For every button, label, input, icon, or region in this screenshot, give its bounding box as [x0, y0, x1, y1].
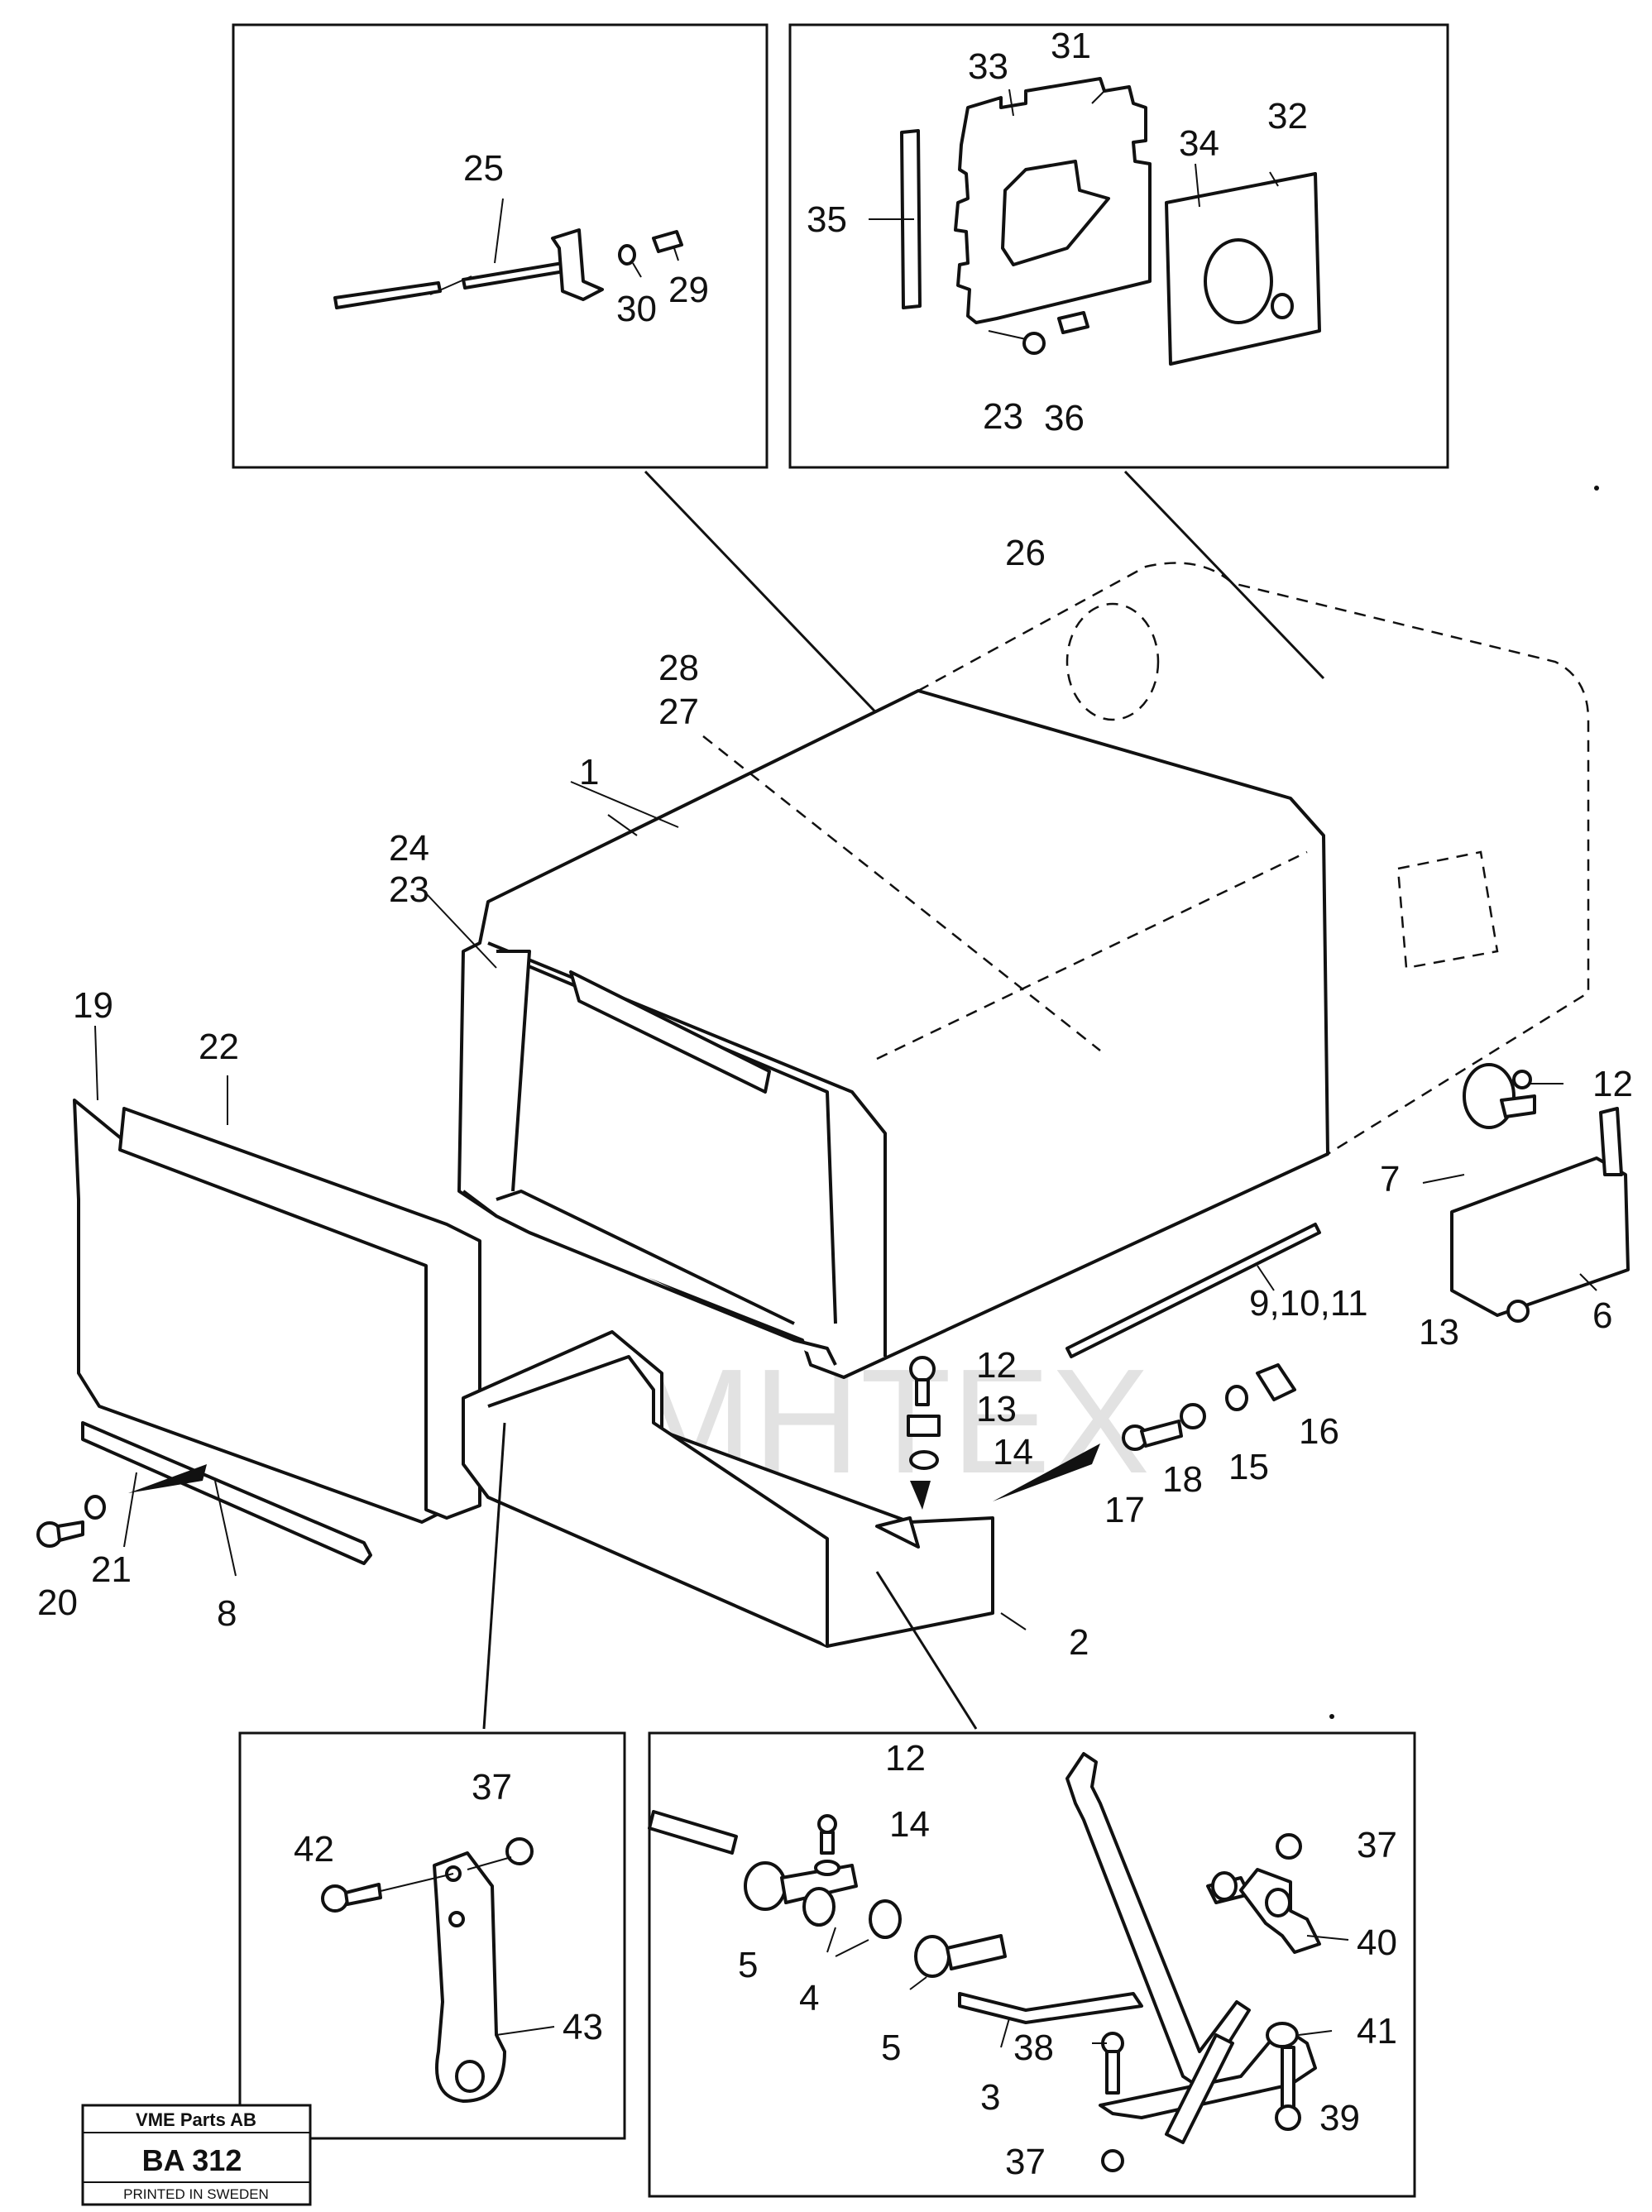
front-panels	[73, 1099, 481, 1565]
callout-36: 36	[1044, 398, 1085, 438]
callout-16: 16	[1299, 1411, 1339, 1452]
callout-15: 15	[1228, 1447, 1269, 1487]
callout-21: 21	[91, 1549, 132, 1590]
inset-box-lever	[238, 1731, 626, 2140]
callout-2: 2	[1069, 1622, 1089, 1663]
callout-29: 29	[668, 270, 709, 310]
callout-14-mid: 14	[993, 1432, 1033, 1472]
linkage-mechanism	[648, 1752, 1321, 2172]
callout-19: 19	[73, 985, 113, 1026]
box-rear-outline	[917, 562, 1590, 1156]
callout-8: 8	[217, 1593, 237, 1634]
callout-38: 38	[1013, 2028, 1054, 2068]
callout-14-inset: 14	[889, 1804, 930, 1845]
callout-3: 3	[980, 2077, 1000, 2118]
lid-opening	[1065, 602, 1160, 721]
inset-box-plates	[788, 23, 1449, 469]
callout-18: 18	[1162, 1459, 1203, 1500]
inset-box-mechanism	[648, 1731, 1416, 2198]
lever-plate	[321, 1837, 534, 2103]
bracket-clamp	[1450, 1063, 1630, 1323]
callout-6: 6	[1592, 1295, 1612, 1336]
inset-box-rod	[232, 23, 769, 469]
callout-13-right: 13	[1419, 1312, 1459, 1353]
callout-labels: 25 30 29 33 31 34 32 35 23 36 26 28 27 1…	[37, 26, 1633, 2182]
callout-42: 42	[294, 1829, 334, 1870]
title-company: VME Parts AB	[136, 2109, 256, 2130]
title-code: BA 312	[142, 2143, 242, 2177]
callout-37-left: 37	[472, 1767, 512, 1807]
bottom-tray	[462, 1330, 994, 1648]
title-block: VME Parts AB BA 312 PRINTED IN SWEDEN	[81, 2104, 312, 2206]
plate-assembly	[900, 77, 1321, 366]
callout-34: 34	[1179, 123, 1219, 164]
callout-17: 17	[1104, 1490, 1145, 1530]
callout-39: 39	[1319, 2098, 1360, 2138]
callout-12-inset: 12	[885, 1738, 926, 1779]
stray-dot	[1329, 1714, 1334, 1719]
callout-5-left: 5	[738, 1945, 758, 1985]
callout-5-right: 5	[881, 2028, 901, 2068]
callout-20: 20	[37, 1582, 78, 1623]
callout-27: 27	[658, 692, 699, 732]
callout-12-right: 12	[1592, 1064, 1633, 1104]
callout-31: 31	[1051, 26, 1091, 66]
callout-35: 35	[807, 199, 847, 240]
callout-25: 25	[463, 148, 504, 189]
callout-28: 28	[658, 648, 699, 688]
rod-assembly	[333, 228, 683, 309]
callout-26: 26	[1005, 533, 1046, 573]
battery-box	[457, 689, 1329, 1379]
callout-4: 4	[799, 1978, 819, 2018]
callout-7: 7	[1380, 1159, 1400, 1199]
callout-33: 33	[968, 46, 1008, 87]
callout-37-bottom: 37	[1005, 2142, 1046, 2182]
callout-1: 1	[579, 752, 599, 792]
stray-dot	[1594, 486, 1599, 491]
callout-22: 22	[199, 1027, 239, 1067]
callout-9-10-11: 9,10,11	[1249, 1283, 1368, 1324]
screws-front	[36, 1495, 106, 1548]
callout-23-main: 23	[389, 869, 429, 910]
callout-24: 24	[389, 828, 429, 869]
callout-13-mid: 13	[976, 1389, 1017, 1429]
rubber-strip	[1065, 1223, 1321, 1358]
callout-12-mid: 12	[976, 1345, 1017, 1386]
callout-23-top: 23	[983, 396, 1023, 437]
callout-41: 41	[1357, 2011, 1397, 2052]
callout-32: 32	[1267, 96, 1308, 136]
callout-37-top: 37	[1357, 1825, 1397, 1865]
callout-43: 43	[563, 2007, 603, 2047]
fasteners-middle	[907, 1356, 1296, 1510]
callout-40: 40	[1357, 1922, 1397, 1963]
callout-30: 30	[616, 289, 657, 329]
title-printed: PRINTED IN SWEDEN	[123, 2186, 269, 2202]
